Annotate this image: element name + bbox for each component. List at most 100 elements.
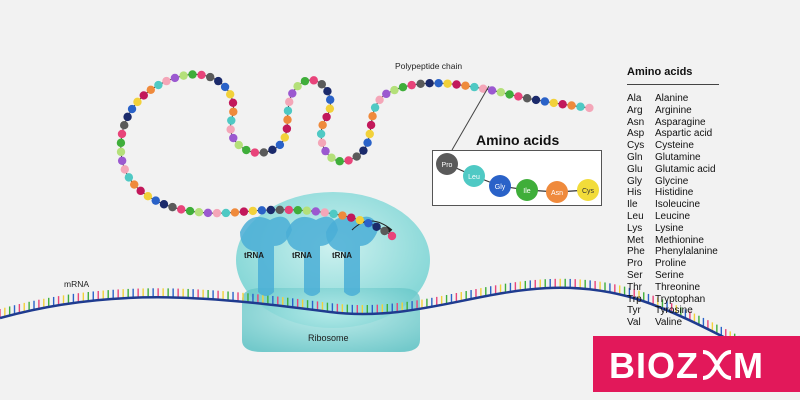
- amino-acid-bead: [363, 138, 372, 147]
- legend-name: Glycine: [655, 175, 689, 187]
- amino-acid-bead: [136, 186, 145, 196]
- amino-acid-bead: [250, 148, 260, 157]
- amino-acid-bead: [443, 79, 452, 88]
- amino-acid-bead: [347, 213, 356, 222]
- amino-acid-bead: [522, 94, 532, 103]
- amino-acid-bead: [130, 180, 139, 189]
- amino-acid-bead: [514, 92, 523, 101]
- amino-acid-bead: [285, 97, 294, 107]
- legend-name: Threonine: [655, 281, 701, 293]
- amino-acid-bead: [185, 206, 195, 216]
- legend-title: Amino acids: [627, 66, 693, 78]
- amino-acid-bead: [309, 76, 319, 85]
- amino-acid-bead: [311, 207, 320, 216]
- legend-abbr: Met: [627, 234, 644, 246]
- amino-acid-bead: [162, 76, 171, 86]
- mrna-label: mRNA: [64, 279, 89, 289]
- legend-abbr: Ile: [627, 199, 638, 211]
- amino-acid-bead: [259, 148, 269, 157]
- amino-acid-bead: [558, 100, 567, 109]
- amino-acid-bead: [275, 140, 285, 150]
- amino-acid-bead: [461, 81, 470, 90]
- amino-acid-bead: [194, 208, 204, 217]
- legend-name: Cysteine: [655, 140, 694, 152]
- amino-acid-bead: [139, 91, 148, 100]
- amino-acid-bead: [355, 215, 365, 225]
- biozoom-logo: BIOZ M: [593, 336, 800, 392]
- amino-acid-bead: [352, 152, 361, 161]
- amino-acid-bead: [220, 82, 230, 92]
- amino-acid-bead: [257, 206, 267, 215]
- amino-acid-bead: [116, 147, 126, 157]
- legend-name: Leucine: [655, 210, 691, 222]
- amino-acid-bead: [425, 79, 434, 88]
- amino-acid-bead: [229, 107, 238, 116]
- legend-name: Tryptophan: [655, 293, 706, 305]
- amino-acid-bead: [288, 89, 297, 98]
- ribosome-label: Ribosome: [308, 333, 349, 343]
- amino-acid-bead: [540, 97, 550, 106]
- amino-acid-bead: [318, 120, 327, 130]
- amino-acid-bead: [203, 208, 213, 218]
- legend-abbr: Ser: [627, 269, 643, 281]
- amino-acid-bead: [159, 200, 169, 209]
- amino-acid-bead: [380, 226, 389, 236]
- amino-acid-bead: [170, 73, 180, 83]
- trna-label-1: tRNA: [244, 251, 264, 260]
- amino-acid-bead: [117, 156, 127, 165]
- amino-acid-bead: [230, 208, 240, 217]
- callout-pointer-line: [451, 85, 490, 151]
- amino-acid-bead: [283, 115, 292, 124]
- amino-acid-bead: [227, 116, 236, 125]
- callout-title: Amino acids: [476, 132, 560, 148]
- amino-acid-bead: [146, 85, 155, 95]
- amino-acid-bead: [293, 81, 302, 91]
- polypeptide-chain-label: Polypeptide chain: [395, 61, 462, 71]
- amino-acid-bead: [470, 82, 479, 92]
- amino-acid-bead: [321, 146, 330, 156]
- legend-row: Leu Leucine: [627, 211, 719, 223]
- amino-acid-bead: [300, 76, 310, 86]
- amino-acid-bead: [154, 80, 163, 90]
- svg-text:BIOZ: BIOZ: [609, 345, 699, 386]
- legend-abbr: Asp: [627, 128, 645, 140]
- legend-row: Gly Glycine: [627, 176, 719, 188]
- amino-acid-bead: [316, 129, 326, 139]
- amino-acid-bead: [496, 88, 506, 97]
- amino-acid-bead: [364, 218, 373, 228]
- amino-acid-bead: [225, 90, 235, 99]
- amino-acid-bead: [293, 205, 303, 215]
- legend-abbr: Gly: [627, 175, 642, 187]
- trna-label-3: tRNA: [332, 251, 352, 260]
- amino-acid-bead: [365, 129, 374, 139]
- amino-acid-bead: [382, 89, 391, 99]
- amino-acid-bead: [168, 202, 177, 212]
- amino-acid-bead: [329, 209, 338, 219]
- legend-abbr: Thr: [627, 281, 642, 293]
- legend-name: Serine: [655, 269, 684, 281]
- amino-acid-bead: [120, 121, 129, 130]
- legend-name: Proline: [655, 258, 687, 270]
- amino-acid-bead: [117, 129, 127, 139]
- amino-acid-bead: [239, 207, 249, 216]
- amino-acid-bead: [366, 120, 376, 130]
- legend-abbr: Glu: [627, 163, 643, 175]
- legend-abbr: Leu: [627, 210, 644, 222]
- amino-acid-bead: [317, 80, 327, 89]
- amino-acid-bead: [177, 205, 186, 214]
- amino-acid-bead: [266, 205, 276, 215]
- amino-acid-bead: [120, 165, 129, 174]
- amino-acid-bead: [124, 173, 134, 182]
- amino-acid-bead: [248, 206, 258, 216]
- trna-shape-1: [240, 216, 292, 296]
- amino-acid-bead: [585, 103, 594, 113]
